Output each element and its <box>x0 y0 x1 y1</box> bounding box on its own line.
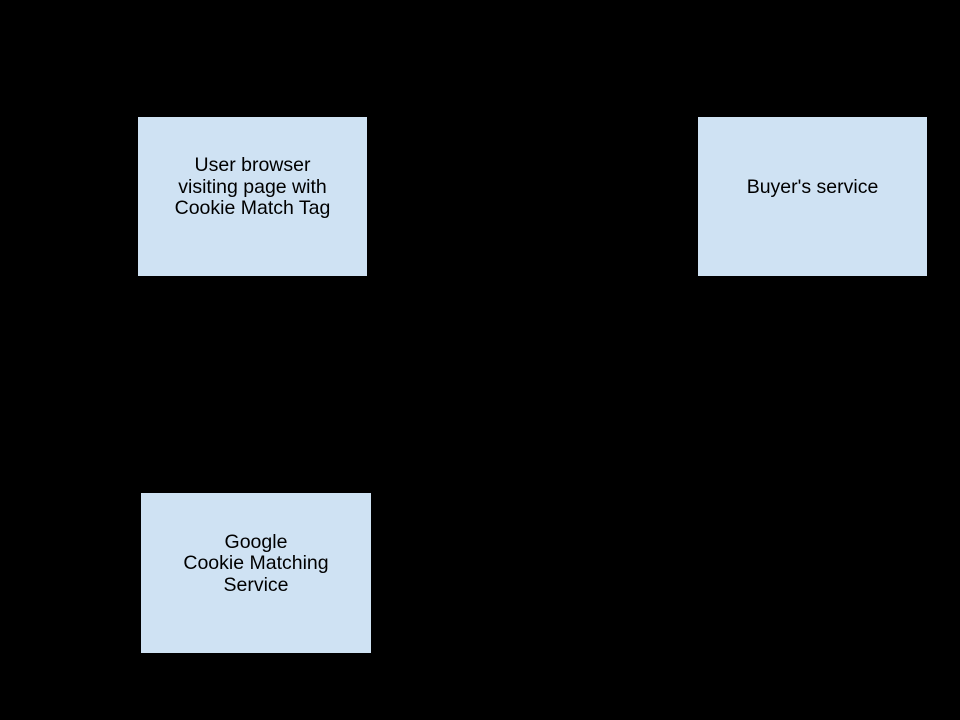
node-google-cookie-matching-service-label: Google Cookie Matching Service <box>183 530 329 596</box>
node-google-cookie-matching-service: Google Cookie Matching Service <box>140 492 372 654</box>
node-user-browser: User browser visiting page with Cookie M… <box>137 116 368 277</box>
node-user-browser-label: User browser visiting page with Cookie M… <box>174 154 331 220</box>
node-buyers-service: Buyer's service <box>697 116 928 277</box>
node-buyers-service-label: Buyer's service <box>746 175 879 198</box>
